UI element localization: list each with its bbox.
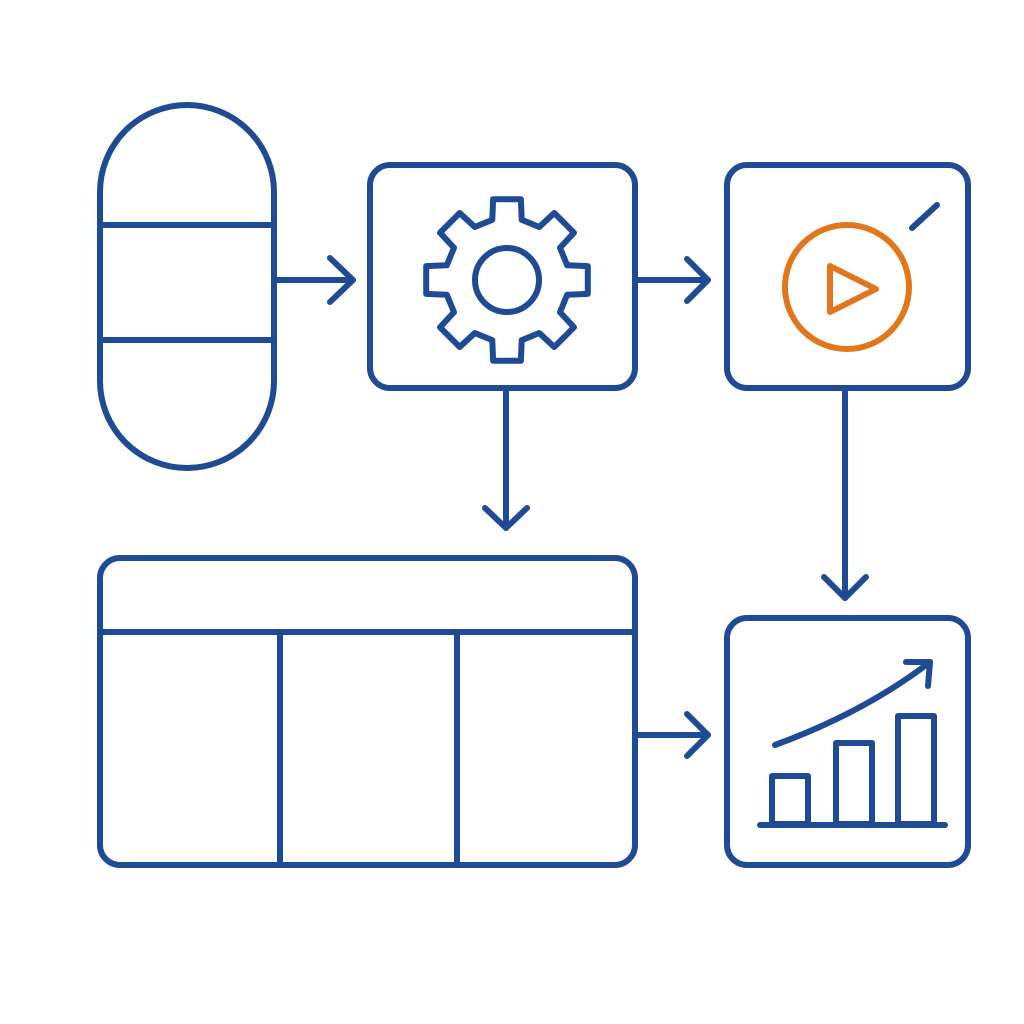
arrow-right bbox=[274, 255, 356, 305]
gear-icon bbox=[423, 196, 591, 364]
table-icon bbox=[97, 555, 638, 868]
chart-bar bbox=[769, 773, 811, 827]
arrow-down bbox=[821, 388, 869, 601]
arrow-right bbox=[635, 256, 711, 304]
trend-line bbox=[772, 659, 933, 748]
media-box bbox=[724, 162, 971, 391]
play-icon bbox=[827, 263, 879, 315]
output-node bbox=[724, 615, 971, 868]
database-icon bbox=[97, 102, 277, 471]
chart-bar bbox=[833, 740, 875, 827]
gear-hub bbox=[472, 245, 542, 315]
database-node bbox=[97, 102, 277, 471]
trend-arrow-icon bbox=[903, 659, 933, 689]
chart-bar bbox=[895, 713, 937, 827]
table-node bbox=[97, 555, 638, 868]
play-circle-icon bbox=[782, 222, 912, 352]
output-box bbox=[724, 615, 971, 868]
sparkle-mark bbox=[909, 202, 940, 231]
process-node bbox=[367, 162, 638, 391]
media-node bbox=[724, 162, 971, 391]
arrow-down bbox=[482, 388, 530, 531]
arrow-right bbox=[635, 711, 711, 759]
process-box bbox=[367, 162, 638, 391]
